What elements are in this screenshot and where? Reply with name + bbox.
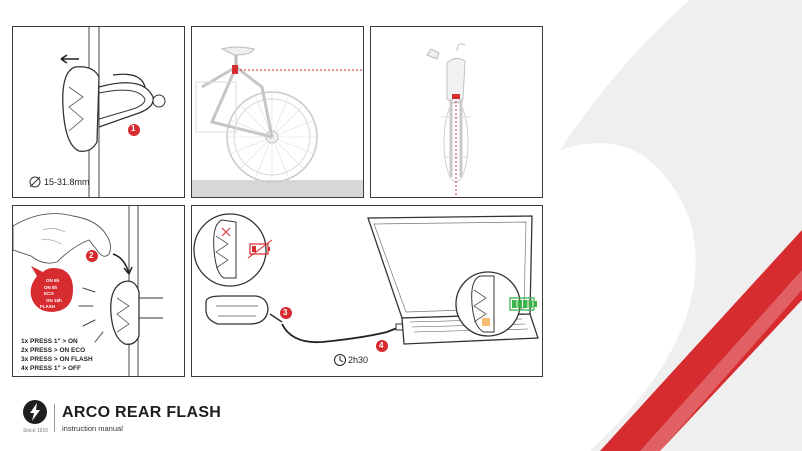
clamp-range-label: 15-31.8mm: [44, 177, 90, 187]
bubble-flash: FLASH: [40, 304, 55, 309]
rubber-strap: [98, 82, 154, 128]
mode-bubble: [30, 266, 74, 312]
panel-bike-side: [191, 26, 364, 198]
step-4-label: 4: [379, 341, 384, 350]
battery-low-icon: [247, 239, 273, 259]
bolt-logo-icon: [23, 400, 47, 424]
panel-charging: 3 4 2h30: [191, 205, 543, 377]
step-2-label: 2: [89, 251, 94, 260]
bubble-on-5h: ON 5h: [46, 278, 60, 283]
usb-cable-icon: [281, 323, 398, 344]
charge-time-label: 2h30: [348, 355, 369, 365]
hand-press-icon: [13, 213, 112, 264]
product-subtitle: instruction manual: [62, 424, 123, 433]
instruction-line-3: 3x PRESS > ON FLASH: [21, 356, 93, 363]
step-1-label: 1: [131, 124, 136, 133]
step-3-label: 3: [283, 308, 288, 317]
instruction-line-2: 2x PRESS > ON ECO: [21, 347, 86, 354]
rear-light-marker-icon: [232, 65, 238, 74]
bicycle-rear-icon: [426, 43, 471, 197]
bubble-eco: ECO: [44, 291, 54, 296]
instruction-line-1: 1x PRESS 1" > ON: [21, 338, 78, 345]
light-body: [62, 66, 100, 152]
pull-arrow-icon: [60, 54, 79, 64]
panel-operation: 2 ON 5h ON 8h ECO ON 18h FLASH 1x PRESS …: [12, 205, 185, 377]
brand-divider: [54, 404, 55, 432]
press-arrow-icon: [112, 253, 133, 275]
instruction-line-4: 4x PRESS 1" > OFF: [21, 365, 81, 372]
clock-icon: [334, 354, 346, 366]
bubble-on-8h: ON 8h: [44, 285, 58, 290]
product-title: ARCO REAR FLASH: [62, 404, 222, 421]
logo-caption: Since 1915: [23, 428, 49, 434]
rear-light-marker-icon: [452, 94, 460, 99]
bicycle-side-icon: [192, 46, 363, 197]
light-body: [205, 295, 269, 325]
light-body: [110, 280, 140, 345]
panel-bike-rear: [370, 26, 543, 198]
panel-mounting: 1 15-31.8mm: [12, 26, 185, 198]
battery-full-icon: [509, 297, 537, 311]
diameter-icon: [29, 176, 41, 188]
bubble-on-18h: ON 18h: [46, 298, 62, 303]
